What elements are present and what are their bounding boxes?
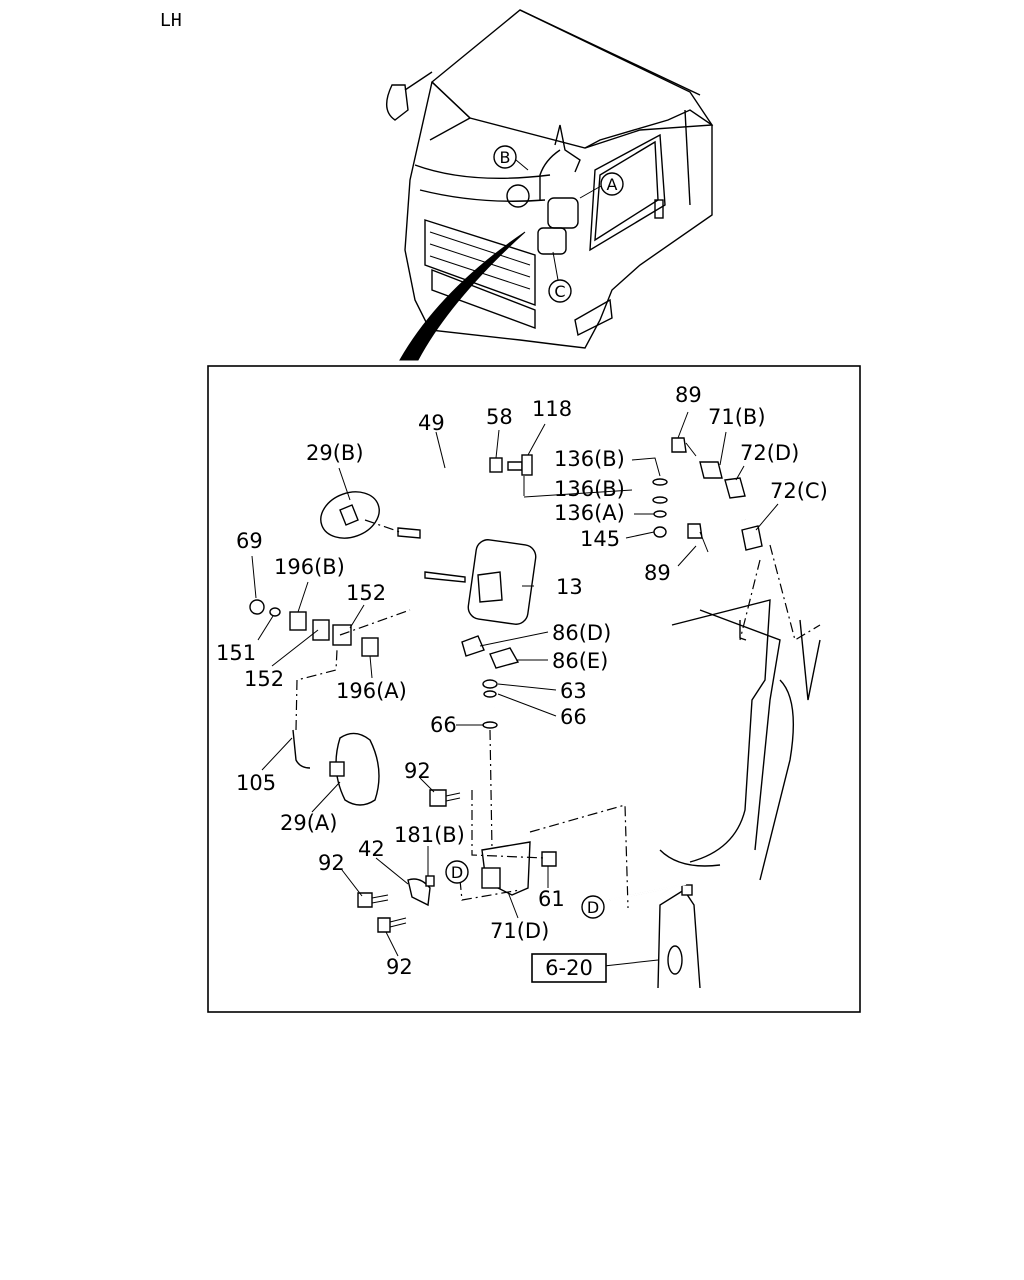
callout-labels: 49 58 118 89 71(B) 72(D) 72(C) 136(B) 13… (216, 383, 828, 979)
callout-72d: 72(D) (740, 441, 799, 465)
detail-parts (249, 437, 821, 989)
callout-71b: 71(B) (708, 405, 766, 429)
reference-label: 6-20 (545, 956, 593, 980)
callout-136b-lower: 136(B) (554, 477, 625, 501)
callout-72c: 72(C) (770, 479, 828, 503)
callout-69: 69 (236, 529, 263, 553)
callout-89-upper: 89 (675, 383, 702, 407)
overview-label-a: A (607, 175, 618, 194)
callout-136a: 136(A) (554, 501, 625, 525)
callout-63: 63 (560, 679, 587, 703)
callout-145: 145 (580, 527, 620, 551)
callout-66-left: 66 (430, 713, 457, 737)
callout-71d: 71(D) (490, 919, 549, 943)
callout-151: 151 (216, 641, 256, 665)
callout-49: 49 (418, 411, 445, 435)
callout-152-upper: 152 (346, 581, 386, 605)
callout-136b-upper: 136(B) (554, 447, 625, 471)
callout-105: 105 (236, 771, 276, 795)
callout-89-lower: 89 (644, 561, 671, 585)
callout-58: 58 (486, 405, 513, 429)
callout-118: 118 (532, 397, 572, 421)
callout-29b: 29(B) (306, 441, 364, 465)
callout-29a: 29(A) (280, 811, 337, 835)
callout-92-middle: 92 (318, 851, 345, 875)
callout-61: 61 (538, 887, 565, 911)
connector-d-right: D (587, 898, 599, 917)
callout-92-upper: 92 (404, 759, 431, 783)
callout-86d: 86(D) (552, 621, 611, 645)
truck-cab-illustration: B A C (386, 9, 714, 361)
overview-label-c: C (554, 282, 565, 301)
callout-66-right: 66 (560, 705, 587, 729)
callout-152-lower: 152 (244, 667, 284, 691)
side-label: LH (160, 10, 182, 31)
connector-d-left: D (451, 863, 463, 882)
overview-label-b: B (500, 148, 511, 167)
detail-frame (207, 365, 861, 1013)
callout-181b: 181(B) (394, 823, 465, 847)
callout-42: 42 (358, 837, 385, 861)
connector-markers: D D (445, 860, 605, 919)
callout-86e: 86(E) (552, 649, 608, 673)
callout-92-lower: 92 (386, 955, 413, 979)
callout-13: 13 (556, 575, 583, 599)
callout-196a: 196(A) (336, 679, 407, 703)
reference-box: 6-20 (531, 953, 607, 983)
callout-196b: 196(B) (274, 555, 345, 579)
leader-lines (251, 411, 779, 967)
